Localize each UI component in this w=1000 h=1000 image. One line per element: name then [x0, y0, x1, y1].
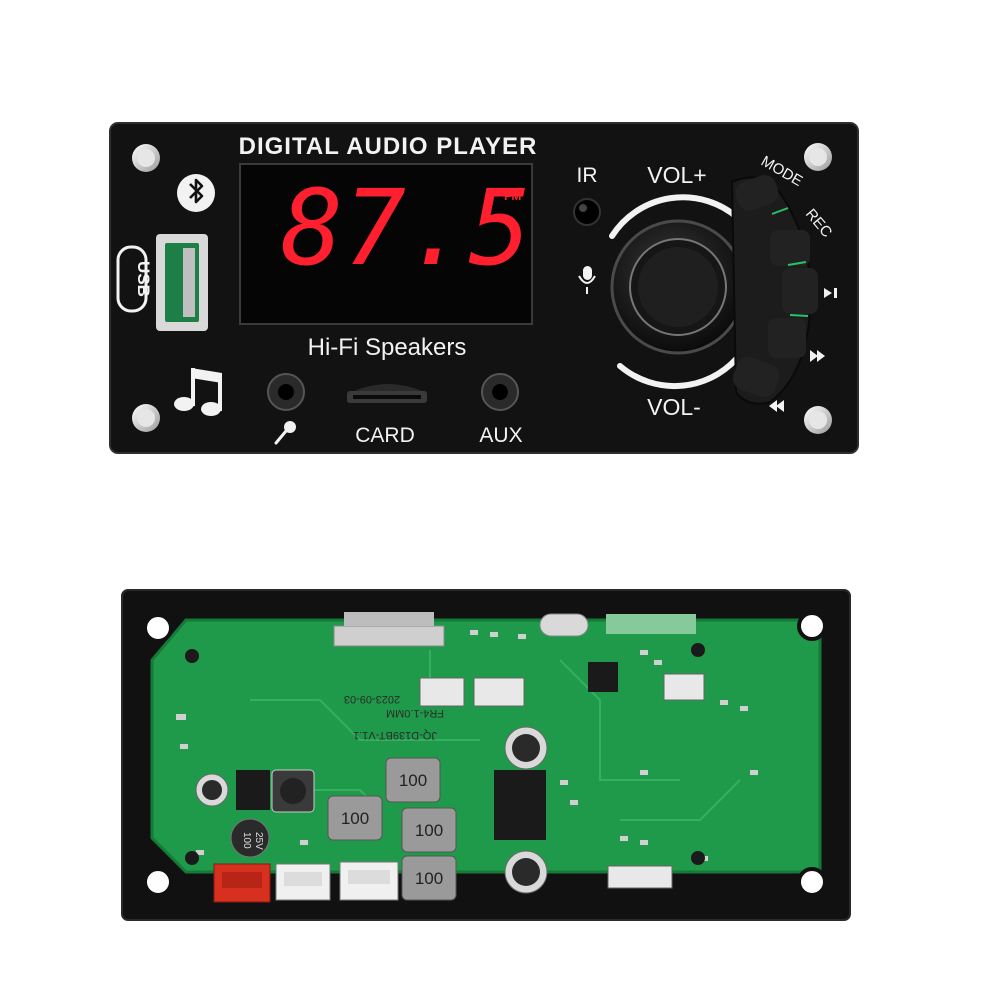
- music-note-icon: [174, 368, 222, 416]
- next-button[interactable]: [768, 318, 806, 358]
- svg-text:100: 100: [341, 809, 369, 828]
- front-panel: DIGITAL AUDIO PLAYER USB 87.5: [109, 122, 859, 454]
- pcb-model-code: JQ-D139BT-V1.1: [353, 729, 437, 741]
- led-display: 87.5 FM: [239, 163, 533, 325]
- play-pause-button[interactable]: [782, 268, 818, 314]
- microphone-icon: [274, 421, 296, 445]
- mount-screw: [132, 404, 160, 432]
- inductor: 100: [401, 807, 457, 853]
- brand-text: Hi-Fi Speakers: [308, 334, 467, 361]
- mic-jack[interactable]: [267, 373, 305, 411]
- mount-screw: [804, 143, 832, 171]
- mode-button[interactable]: [732, 172, 782, 215]
- pcb-rev-code: FR4-1.0MM: [386, 707, 444, 719]
- ir-label: IR: [577, 164, 598, 187]
- microphone-icon: [578, 266, 596, 294]
- svg-text:USB: USB: [134, 261, 153, 297]
- display-unit: FM: [504, 189, 521, 203]
- mount-screw: [143, 867, 173, 897]
- capacitor: 100 25V: [230, 818, 270, 858]
- inductor: 100: [385, 757, 441, 803]
- mount-screw: [132, 144, 160, 172]
- svg-text:100: 100: [241, 832, 252, 849]
- vol-up-label: VOL+: [647, 162, 706, 188]
- inductor: 100: [327, 795, 383, 841]
- mount-screw: [804, 406, 832, 434]
- mount-screw: [797, 611, 827, 641]
- card-label: CARD: [355, 424, 415, 447]
- ir-sensor: [573, 198, 601, 226]
- inductor: 100: [401, 855, 457, 901]
- mount-screw: [143, 613, 173, 643]
- speaker-connector: [339, 861, 399, 901]
- volume-knob[interactable]: [609, 194, 746, 390]
- power-connector: [213, 863, 271, 903]
- capacitor: [504, 850, 548, 894]
- capacitor: [504, 726, 548, 770]
- svg-text:100: 100: [415, 821, 443, 840]
- bluetooth-icon: [177, 174, 215, 212]
- pcb-date-code: 2023-09-03: [344, 693, 400, 705]
- capacitor: [195, 773, 229, 807]
- prev-icon: [769, 400, 784, 412]
- svg-text:100: 100: [399, 771, 427, 790]
- aux-label: AUX: [479, 424, 522, 447]
- display-digits: 87.5: [281, 167, 531, 289]
- sd-card-slot[interactable]: [347, 384, 427, 403]
- aux-jack[interactable]: [481, 373, 519, 411]
- next-icon: [810, 350, 825, 362]
- vol-down-label: VOL-: [647, 394, 701, 420]
- usb-label: USB: [116, 245, 153, 313]
- prev-button[interactable]: [730, 354, 783, 401]
- svg-text:25V: 25V: [253, 832, 264, 850]
- usb-port[interactable]: [156, 234, 208, 331]
- panel-title: DIGITAL AUDIO PLAYER: [239, 133, 538, 160]
- speaker-connector: [275, 863, 331, 901]
- mount-screw: [797, 867, 827, 897]
- play-pause-icon: [824, 288, 837, 298]
- pcb-board-back: 2023-09-03 FR4-1.0MM JQ-D139BT-V1.1 100 …: [121, 589, 851, 921]
- svg-text:100: 100: [415, 869, 443, 888]
- rec-button[interactable]: [770, 230, 810, 266]
